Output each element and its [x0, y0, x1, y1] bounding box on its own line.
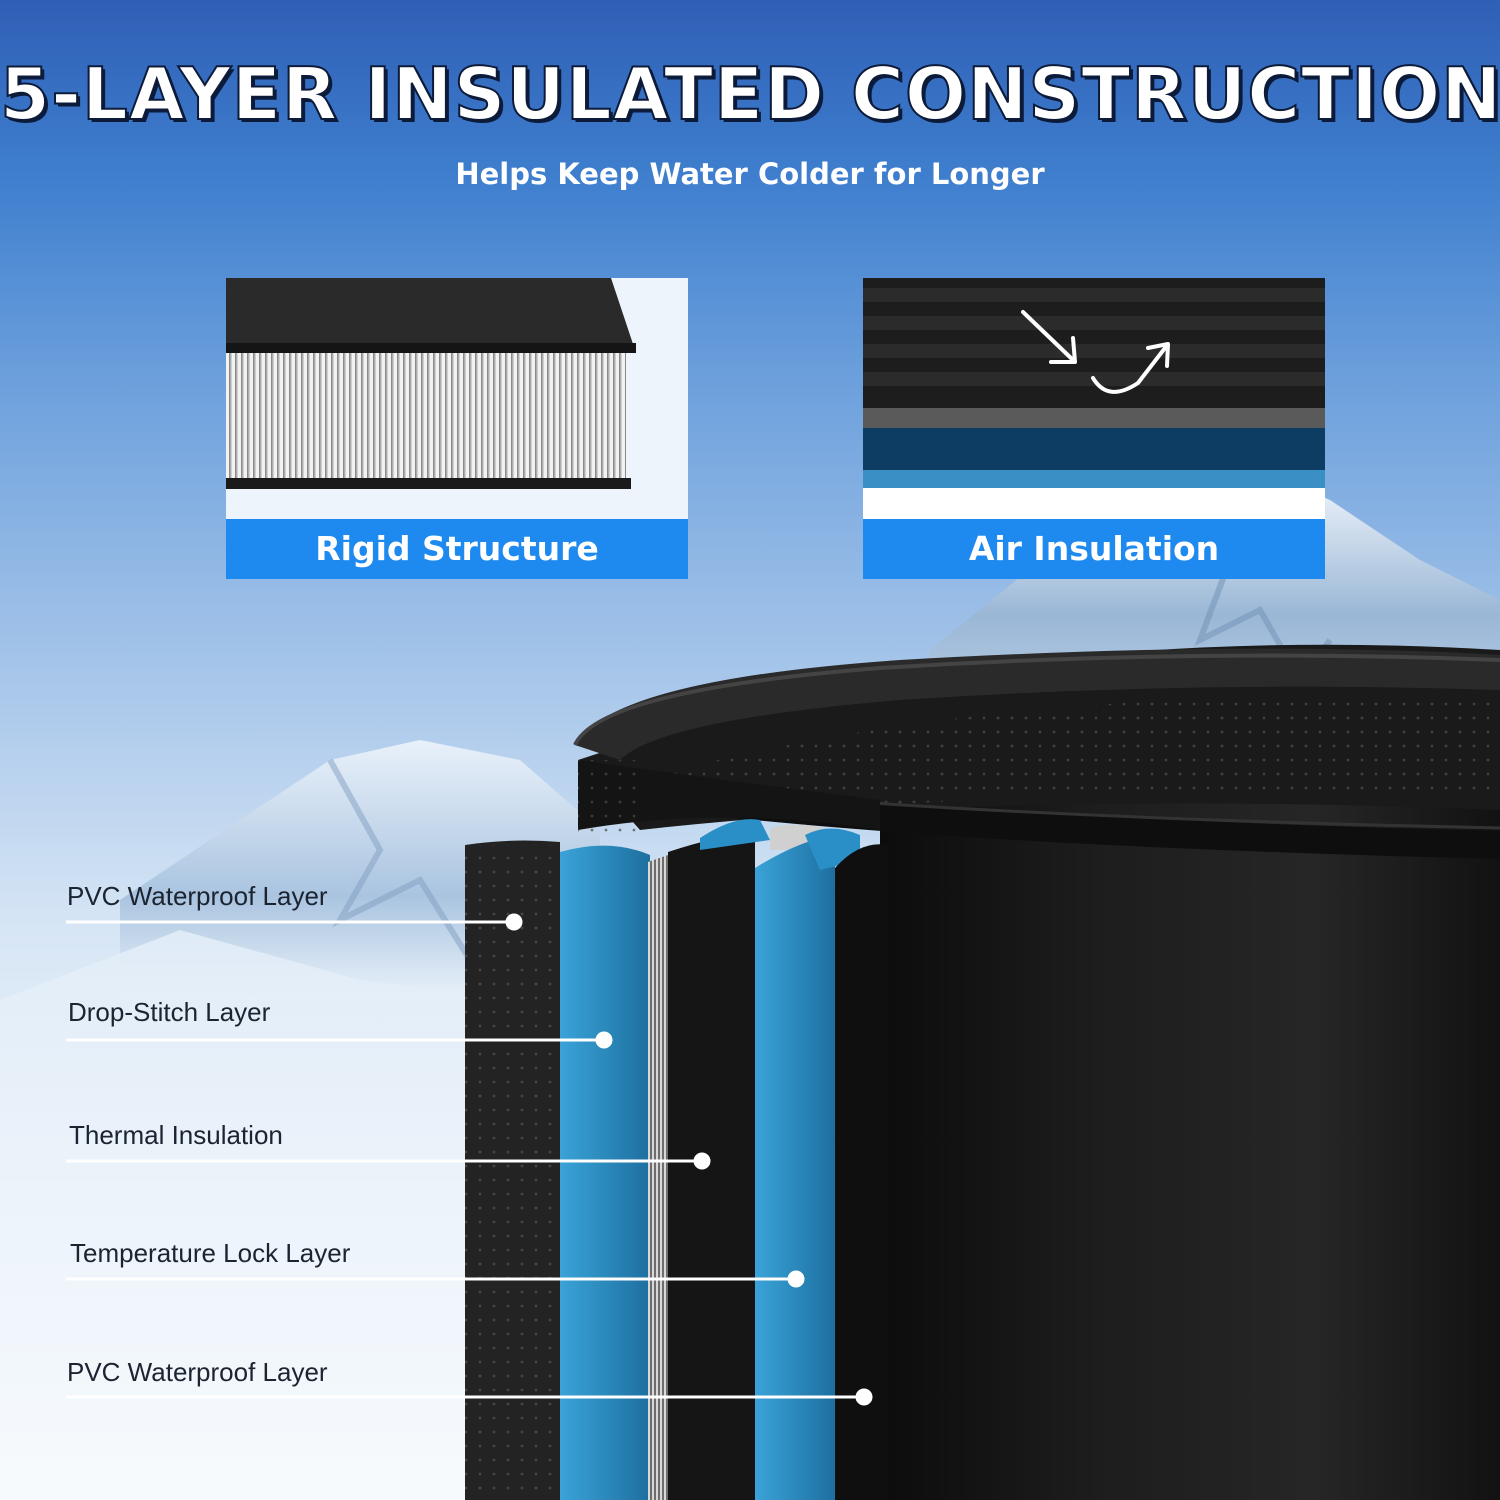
- layer-label-pvc-inner: PVC Waterproof Layer: [67, 1357, 328, 1387]
- drop-stitch-illustration: [226, 278, 636, 489]
- layer-label-pvc-outer: PVC Waterproof Layer: [67, 881, 328, 911]
- layer-label-temperature-lock: Temperature Lock Layer: [70, 1238, 351, 1268]
- layer-label-thermal: Thermal Insulation: [69, 1120, 283, 1150]
- leader-lines: [66, 913, 873, 1406]
- layer-label-drop-stitch: Drop-Stitch Layer: [68, 997, 271, 1027]
- air-flow-arrows: [1021, 310, 1170, 394]
- air-insulation-panel: Air Insulation: [863, 278, 1325, 579]
- page-subtitle: Helps Keep Water Colder for Longer: [455, 157, 1045, 191]
- air-insulation-label: Air Insulation: [863, 519, 1325, 579]
- rigid-structure-panel: Rigid Structure: [226, 278, 688, 579]
- page-title: 5-LAYER INSULATED CONSTRUCTION: [0, 51, 1500, 137]
- rigid-structure-label: Rigid Structure: [226, 519, 688, 579]
- air-insulation-illustration: [863, 278, 1325, 519]
